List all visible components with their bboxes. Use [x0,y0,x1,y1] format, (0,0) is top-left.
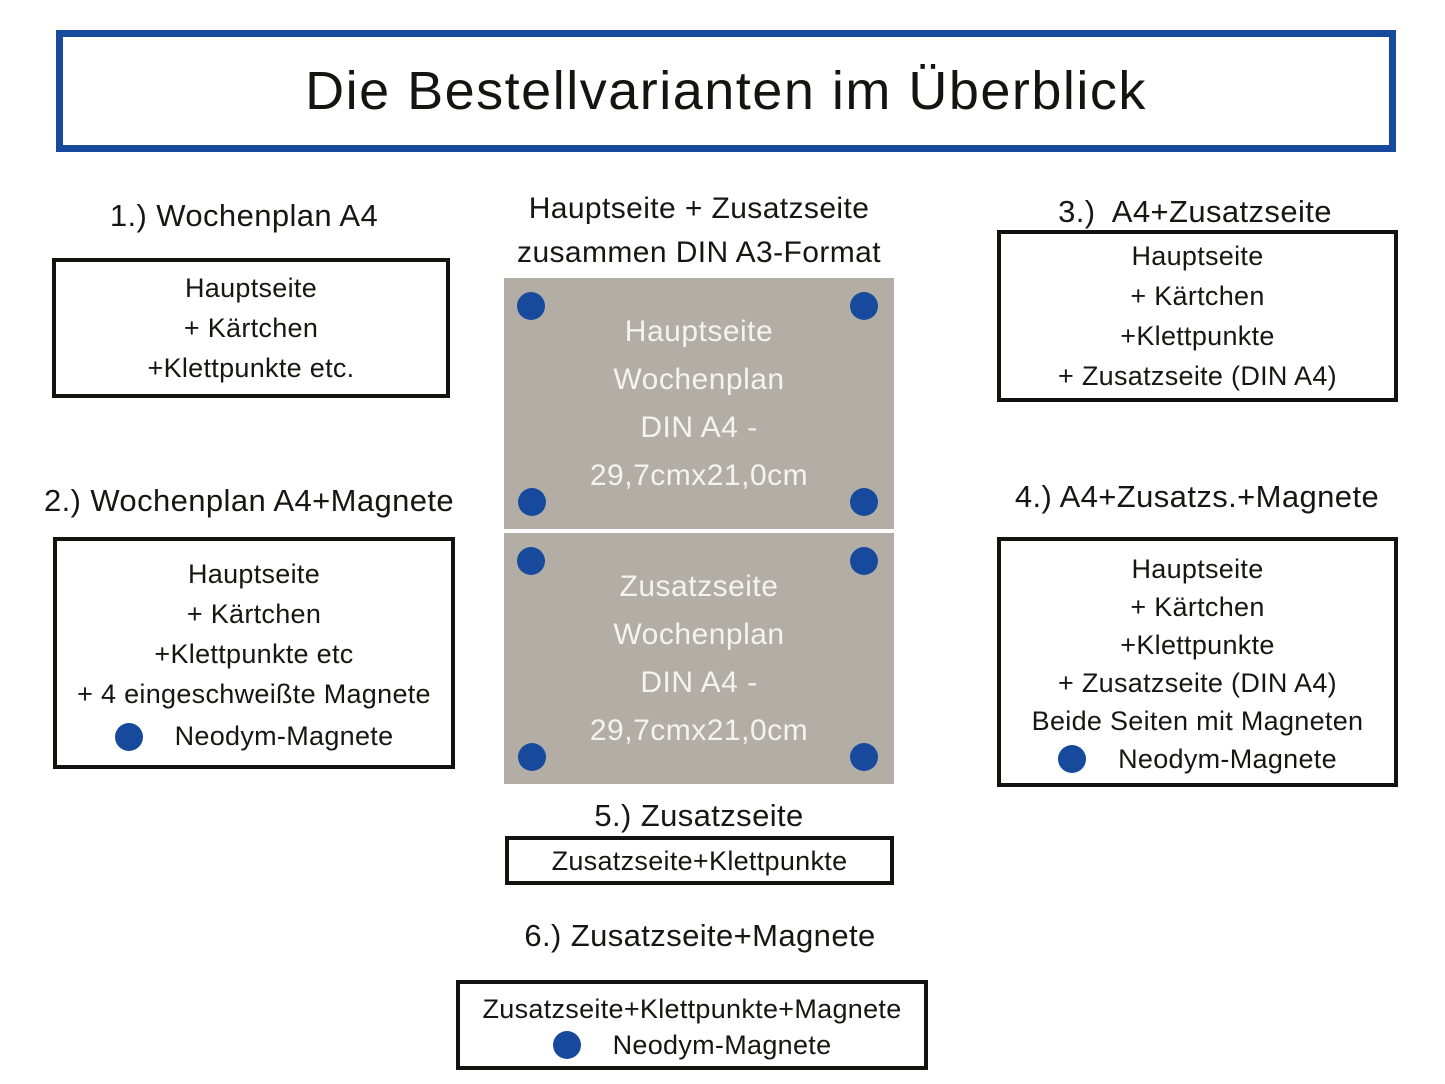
magnet-label: Neodym-Magnete [174,721,394,751]
variant2-line: +Klettpunkte etc [154,639,354,669]
page-line: 29,7cmx21,0cm [589,713,809,747]
magnet-dot-icon [518,743,546,771]
magnet-dot-icon [114,722,143,751]
center-heading-line: zusammen DIN A3-Format [517,236,881,269]
variant3-heading: 3.) A4+Zusatzseite [1058,194,1332,229]
page-line: 29,7cmx21,0cm [589,458,809,492]
variant2-line: + Kärtchen [186,599,322,629]
variant3-line: + Zusatzseite (DIN A4) [1058,361,1337,391]
variant5-heading: 5.) Zusatzseite [594,798,804,833]
page-zusatzseite-a4: Zusatzseite Wochenplan DIN A4 - 29,7cmx2… [504,533,894,784]
variant1-heading: 1.) Wochenplan A4 [109,198,379,233]
magnet-row: Neodym-Magnete [552,1029,832,1061]
page-line: Wochenplan [613,617,785,651]
variant2-line: + 4 eingeschweißte Magnete [77,679,431,709]
page-line: DIN A4 - [640,665,758,699]
magnet-dot-icon [850,743,878,771]
page-line: Zusatzseite [619,569,779,603]
magnet-label: Neodym-Magnete [612,1029,832,1060]
variant3-line: +Klettpunkte [1120,321,1275,351]
page-line: Wochenplan [613,362,785,396]
magnet-dot-icon [850,488,878,516]
variant6-line: Zusatzseite+Klettpunkte+Magnete [482,993,902,1024]
magnet-dot-icon [518,488,546,516]
variant4-heading: 4.) A4+Zusatzs.+Magnete [1014,479,1380,514]
variant4-line: + Kärtchen [1130,591,1265,622]
page-line: DIN A4 - [640,410,758,444]
magnet-row: Neodym-Magnete [114,721,394,752]
magnet-dot-icon [552,1031,581,1059]
variant2-box: Hauptseite + Kärtchen +Klettpunkte etc +… [53,537,455,769]
magnet-dot-icon [1058,745,1087,773]
variant4-line: +Klettpunkte [1120,629,1275,660]
variant5-box: Zusatzseite+Klettpunkte [505,836,894,885]
variant4-line: Beide Seiten mit Magneten [1031,705,1364,736]
variant5-line: Zusatzseite+Klettpunkte [551,845,848,876]
magnet-dot-icon [850,292,878,320]
variant4-line: + Zusatzseite (DIN A4) [1058,667,1337,698]
page-hauptseite-a4: Hauptseite Wochenplan DIN A4 - 29,7cmx21… [504,278,894,529]
magnet-row: Neodym-Magnete [1058,744,1337,775]
variant3-box: Hauptseite + Kärtchen +Klettpunkte + Zus… [997,230,1398,402]
variant4-line: Hauptseite [1131,553,1264,584]
variant6-box: Zusatzseite+Klettpunkte+Magnete Neodym-M… [456,980,928,1070]
magnet-dot-icon [517,547,545,575]
variant4-box: Hauptseite + Kärtchen +Klettpunkte + Zus… [997,537,1398,787]
page-line: Hauptseite [624,314,774,348]
magnet-dot-icon [850,547,878,575]
variant1-box: Hauptseite + Kärtchen +Klettpunkte etc. [52,258,450,398]
center-heading-line: Hauptseite + Zusatzseite [528,192,870,225]
variant1-line: + Kärtchen [183,313,319,343]
center-heading: Hauptseite + Zusatzseite zusammen DIN A3… [488,187,910,275]
magnet-label: Neodym-Magnete [1118,743,1337,774]
variant2-line: Hauptseite [187,559,321,589]
variant2-heading: 2.) Wochenplan A4+Magnete [43,483,455,518]
variant3-line: + Kärtchen [1130,281,1265,311]
variant6-heading: 6.) Zusatzseite+Magnete [524,918,876,953]
variant3-line: Hauptseite [1131,241,1264,271]
page-title: Die Bestellvarianten im Überblick [305,61,1147,121]
title-frame: Die Bestellvarianten im Überblick [56,30,1396,152]
magnet-dot-icon [517,292,545,320]
variant1-line: +Klettpunkte etc. [147,353,355,383]
variant1-line: Hauptseite [184,273,318,303]
